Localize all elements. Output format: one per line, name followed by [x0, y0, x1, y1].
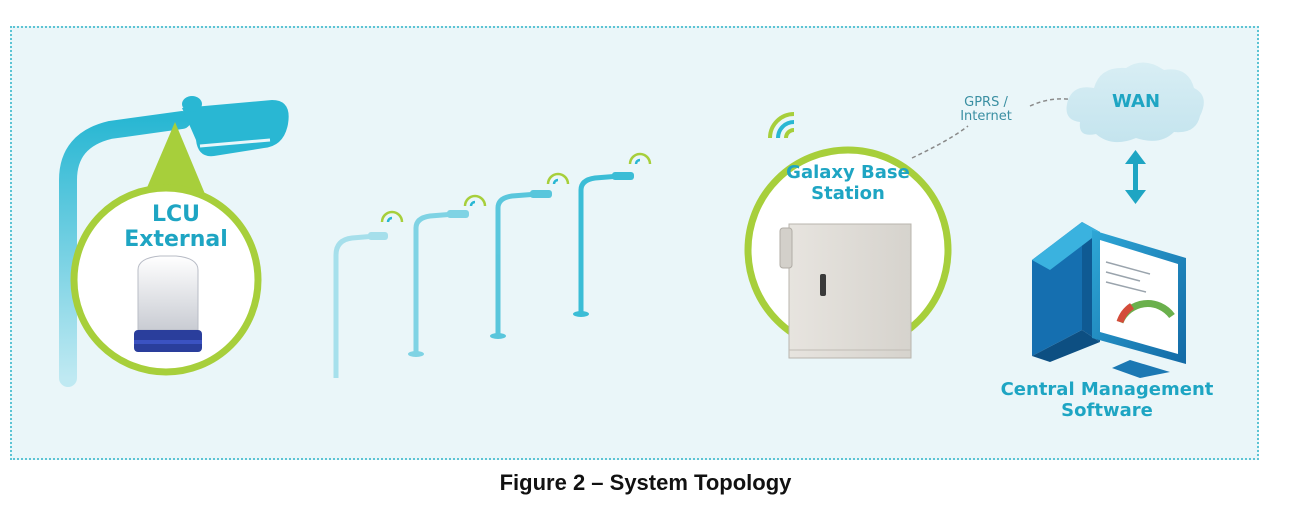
cms-label: Central Management Software [992, 379, 1222, 421]
street-light-small-4 [573, 172, 634, 317]
wan-link [1029, 98, 1075, 107]
street-light-small-3 [490, 190, 552, 339]
base-station-label: Galaxy Base Station [768, 162, 928, 204]
lcu-label-text: LCU External [124, 202, 228, 253]
cabinet-icon [779, 223, 912, 359]
street-light-small-1 [333, 232, 388, 378]
base-station-signal-icon [768, 112, 795, 139]
gprs-label-text: GPRS / Internet [960, 95, 1012, 124]
double-arrow-icon [1125, 150, 1146, 204]
cms-label-text: Central Management Software [1000, 379, 1214, 421]
wan-label: WAN [1111, 91, 1161, 112]
gprs-label: GPRS / Internet [948, 96, 1024, 123]
computer-icon [1032, 222, 1186, 378]
lcu-sensor-icon [134, 255, 202, 352]
lcu-label: LCU External [96, 202, 256, 253]
cloud-icon [1066, 62, 1204, 143]
wireless-signal-icon [380, 152, 652, 223]
figure-caption: Figure 2 – System Topology [499, 470, 792, 495]
street-light-icon [59, 96, 289, 387]
street-light-small-2 [408, 210, 469, 357]
gprs-link [911, 125, 969, 159]
base-station-label-text: Galaxy Base Station [786, 162, 910, 204]
